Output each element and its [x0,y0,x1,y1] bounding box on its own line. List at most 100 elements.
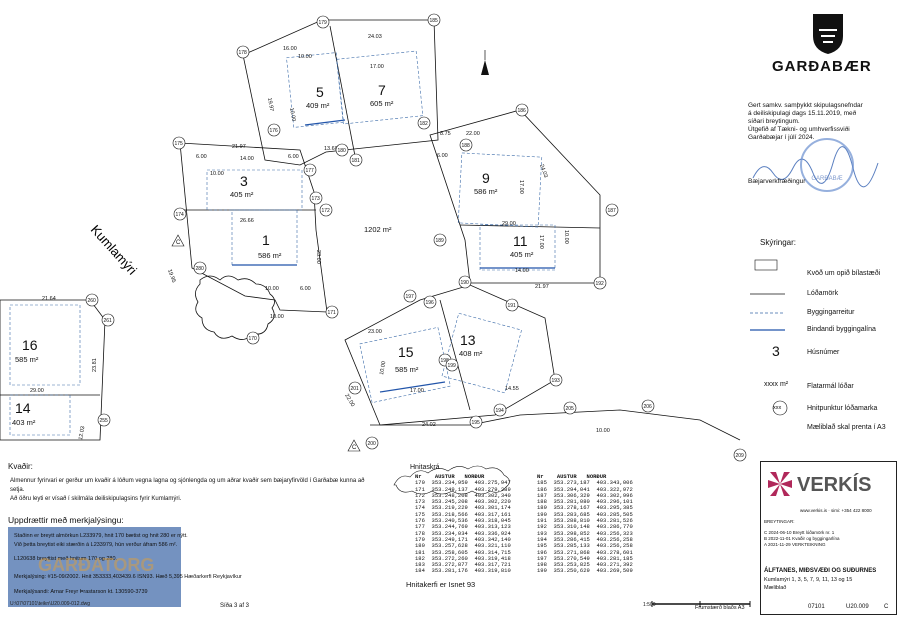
coord-row: 181 353.258,605 403.314,715 [415,548,511,556]
svg-text:24.03: 24.03 [368,34,382,40]
svg-text:16.00: 16.00 [283,46,297,52]
coordinate-point-label: 188 [462,143,471,149]
legend-house-sample: 3 [772,343,780,359]
coords-footer: Hnitakerfi er Isnet 93 [406,580,476,589]
svg-text:10.00: 10.00 [563,230,569,244]
svg-text:29.00: 29.00 [30,388,44,394]
brand-name: GARÐABÆR [772,58,872,75]
coord-row: 184 353.281,176 403.319,810 [415,567,511,575]
coordinate-point-label: 179 [319,20,328,26]
coordinate-point [469,415,483,429]
coordinate-point-label: 185 [430,18,439,24]
coord-row: 176 353.240,536 403.318,045 [415,517,511,525]
verkis-brand: VERKÍS [797,474,872,496]
svg-text:6.00: 6.00 [196,154,207,160]
site-plan-map: Kumlamýri [0,13,747,462]
coord-row: 196 353.271,868 403.278,601 [537,548,633,556]
coordinate-point [549,373,563,387]
coordinate-point [85,293,99,307]
lot-5-7-boundary [242,19,439,166]
coordinate-point [563,401,577,415]
coordinate-point [493,403,507,417]
lot-area: 585 m² [15,355,39,364]
coordinate-point [733,448,747,462]
svg-text:8.75: 8.75 [440,131,451,137]
legend-coordinate-point: Hnitpunktur lóðamarka [807,405,878,412]
svg-text:21.97: 21.97 [535,284,549,290]
svg-text:13.60: 13.60 [324,146,338,152]
updates-line: L120638 breyttist með hnitum 170 og 280. [14,556,118,562]
coordinate-point [101,313,115,327]
coordinate-point-label: 196 [426,300,435,306]
coord-row: 180 353.257,628 403.321,110 [415,542,511,550]
lot-area: 403 m² [12,418,36,427]
coordinate-point-label: 261 [104,318,113,324]
svg-text:14.00: 14.00 [515,268,529,274]
coordinate-point [267,123,281,137]
coordinate-point-label: 181 [352,158,361,164]
coordinate-point [319,203,333,217]
coordinate-point [641,399,655,413]
coord-row: 179 353.249,171 403.342,140 [415,535,511,543]
coordinate-point-label: 191 [508,303,517,309]
updates-line: Merkjalýsing: #15-09/2002. Hnit 353333,4… [14,574,242,580]
legend-lot-boundary: Lóðamörk [807,290,839,297]
coordinate-point [459,138,473,152]
lot-area: 409 m² [306,101,330,110]
coordinate-point [173,207,187,221]
coordinate-point [605,203,619,217]
svg-text:6.00: 6.00 [288,154,299,160]
coordinate-point-label: 182 [420,121,429,127]
coords-table-right: Nr AUSTUR NORÐUR 185 353.273,187 403.343… [537,473,633,575]
shield-icon [813,14,843,54]
lot-number: 3 [240,173,248,189]
scale-label: 1:500 [643,602,656,608]
svg-text:22.00: 22.00 [343,393,355,408]
lot-area: 605 m² [370,99,394,108]
coordinate-point-label: 186 [518,108,527,114]
svg-text:21.64: 21.64 [42,296,56,302]
coordinate-point [515,103,529,117]
lot-number: 13 [460,332,476,348]
page-number: Síða 3 af 3 [220,603,250,609]
coordinate-point-label: 175 [175,141,184,147]
coordinate-point [349,153,363,167]
watermark: GARÐATORG [38,555,155,575]
svg-text:14.00: 14.00 [240,156,254,162]
coord-row: 177 353.244,769 403.313,123 [415,523,511,531]
title-block [760,461,897,615]
svg-text:10.00: 10.00 [288,107,296,122]
coordinate-point [246,331,260,345]
center-area: 1202 m² [364,225,392,234]
coord-row: 172 353.248,208 403.302,340 [415,491,511,499]
coord-row: 187 353.306,329 403.302,996 [537,491,633,499]
revision-letter: C [884,604,889,610]
file-path: U:\07\07101\teikn\U20.009-012.dwg [10,601,91,607]
coordinate-point [193,261,207,275]
coordinate-point [172,136,186,150]
coordinate-point [335,143,349,157]
lot-13-15-boundary [344,284,556,426]
svg-text:12.03: 12.03 [78,426,86,441]
svg-text:10.00: 10.00 [270,314,284,320]
svg-text:6.00: 6.00 [437,153,448,159]
coordinate-point-label: 192 [596,281,605,287]
coordinate-point-label: 206 [644,404,653,410]
coordinate-point-label: 177 [306,168,315,174]
svg-text:21.97: 21.97 [232,144,246,150]
coord-row: 173 353.245,208 403.302,220 [415,498,511,506]
print-size-note: Frumstærð blaðs A3 [695,605,745,611]
coord-row: 192 353.310,148 403.286,770 [537,523,633,531]
job-number: 07101 [808,604,825,610]
coord-row: 197 353.270,549 403.281,185 [537,554,633,562]
coordinate-point-label: 198 [441,358,450,364]
project-name: ÁLFTANES, MIÐSVÆÐI OG SUÐURNES [764,568,877,574]
coord-row: 191 353.288,810 403.281,526 [537,517,633,525]
coordinate-point [445,358,459,372]
svg-text:C: C [176,240,181,246]
svg-text:17.00: 17.00 [370,64,384,70]
north-arrow-icon [481,50,489,75]
lot-number: 5 [316,84,324,100]
lot-number: 7 [378,82,386,98]
coordinate-point [303,163,317,177]
